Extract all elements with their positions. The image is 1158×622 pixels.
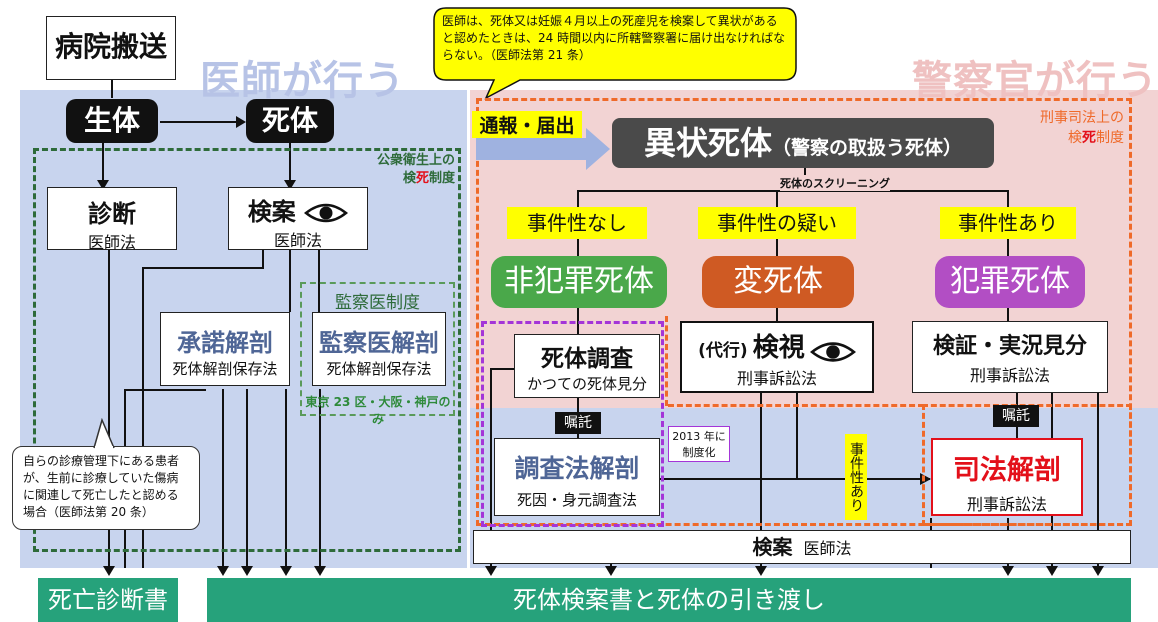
consent-autopsy-law: 死体解剖保存法 [172,360,278,378]
investigation-autopsy-title: 調査法解剖 [514,454,640,483]
criminal-body-pill: 犯罪死体 [935,256,1085,308]
kenshi-law: 刑事訴訟法 [736,368,817,388]
diagnosis-law: 医師法 [87,233,136,252]
hospital-box: 病院搬送 [46,16,176,80]
commission-label-left: 嘱託 [555,412,601,434]
inspection-law: 医師法 [273,231,322,250]
verification-law: 刑事訴訟法 [969,366,1050,385]
institutionalized-note: 2013 年に制度化 [668,426,730,462]
medical-examiner-autopsy-title: 監察医解剖 [319,329,439,357]
body-investigation-box: 死体調査 かつての死体見分 [514,334,660,398]
judicial-autopsy-box: 司法解剖 刑事訴訟法 [931,438,1083,516]
medical-examiner-autopsy-box: 監察医解剖 死体解剖保存法 [312,312,446,386]
kenshi-box: (代行) 検視 刑事訴訟法 [680,321,874,393]
unnatural-body-pill: 変死体 [702,256,854,308]
unnatural-death-title: 異状死体 [643,124,772,162]
verification-title: 検証・実況見分 [932,334,1087,359]
investigation-autopsy-law: 死因・身元調査法 [516,491,637,509]
public-health-system-frame [33,148,461,552]
orange-dash-segment-2 [668,404,924,408]
medical-examiner-system-label: 監察医制度 [335,293,420,313]
judicial-autopsy-title: 司法解剖 [953,455,1061,486]
eye-icon [304,203,349,223]
kenshi-title: 検視 [752,333,805,363]
screening-label: 死体のスクリーニング [780,175,890,191]
judicial-autopsy-law: 刑事訴訟法 [966,495,1047,514]
medical-examiner-autopsy-law: 死体解剖保存法 [326,360,432,378]
inspection-title: 検案 [247,198,296,226]
callout-top-bubble [433,7,797,100]
report-arrow [476,128,610,170]
criminal-justice-label-line2: 検死制度 [1068,130,1124,146]
body-investigation-sub: かつての死体見分 [526,375,647,393]
diagnosis-box: 診断 医師法 [47,187,177,252]
kenshi-prefix: (代行) [698,341,748,361]
non-criminal-body-pill: 非犯罪死体 [491,256,667,308]
verification-box: 検証・実況見分 刑事訴訟法 [912,321,1108,393]
police-title: 警察官が行う [912,58,1158,104]
eye-icon [809,341,856,362]
kenshi-title-row: (代行) 検視 [682,327,872,365]
death-certificate-bar: 死亡診断書 [38,578,178,622]
consent-autopsy-box: 承諾解剖 死体解剖保存法 [160,312,290,386]
callout-left-note: 自らの診療管理下にある患者が、生前に診療していた傷病に関連して死亡したと認める場… [12,446,200,530]
inspection-box: 検案 医師法 [228,187,368,250]
criminal-justice-label-line1: 刑事司法上の [1040,110,1124,126]
living-body-box: 生体 [66,99,158,143]
no-criminality-tag: 事件性なし [507,207,647,239]
suspected-criminality-tag: 事件性の疑い [698,207,856,239]
investigation-autopsy-box: 調査法解剖 死因・身元調査法 [494,438,660,516]
criminality-found-label: 事件性あり [845,434,867,520]
callout-left-tail [93,418,115,450]
criminal-justice-system-label: 刑事司法上の 検死制度 [1004,108,1124,148]
commission-label-right: 嘱託 [993,405,1039,427]
criminality-tag: 事件性あり [940,207,1076,239]
bottom-inspection-title: 検案 [752,535,793,559]
public-health-label-line2: 検死制度 [402,171,455,186]
consent-autopsy-title: 承諾解剖 [177,329,273,357]
body-investigation-title: 死体調査 [541,346,633,372]
bottom-inspection-box: 検案 医師法 [473,530,1131,564]
unnatural-death-sub: （警察の取扱う死体） [772,137,963,159]
public-health-label-line1: 公衆衛生上の [376,153,455,168]
medical-examiner-area: 東京 23 区・大阪・神戸のみ [305,395,451,426]
handover-bar: 死体検案書と死体の引き渡し [207,578,1131,622]
medical-examiner-system-frame [300,282,455,416]
bottom-inspection-law: 医師法 [803,539,852,558]
investigation-law-frame [481,321,664,527]
callout-top-text: 医師は、死体又は妊娠４月以上の死産児を検案して異状があると認めたときは、24 時… [442,14,786,62]
doctor-title: 医師が行う [200,58,405,104]
criminal-justice-system-frame [476,98,1132,526]
dead-body-box: 死体 [246,99,334,143]
unnatural-death-box: 異状死体（警察の取扱う死体） [612,118,994,168]
orange-dash-segment [664,316,668,406]
diagnosis-title: 診断 [88,200,136,228]
report-label: 通報・届出 [472,111,582,138]
public-health-system-label: 公衆衛生上の 検死制度 [355,152,455,188]
inspection-title-row: 検案 [229,192,367,227]
